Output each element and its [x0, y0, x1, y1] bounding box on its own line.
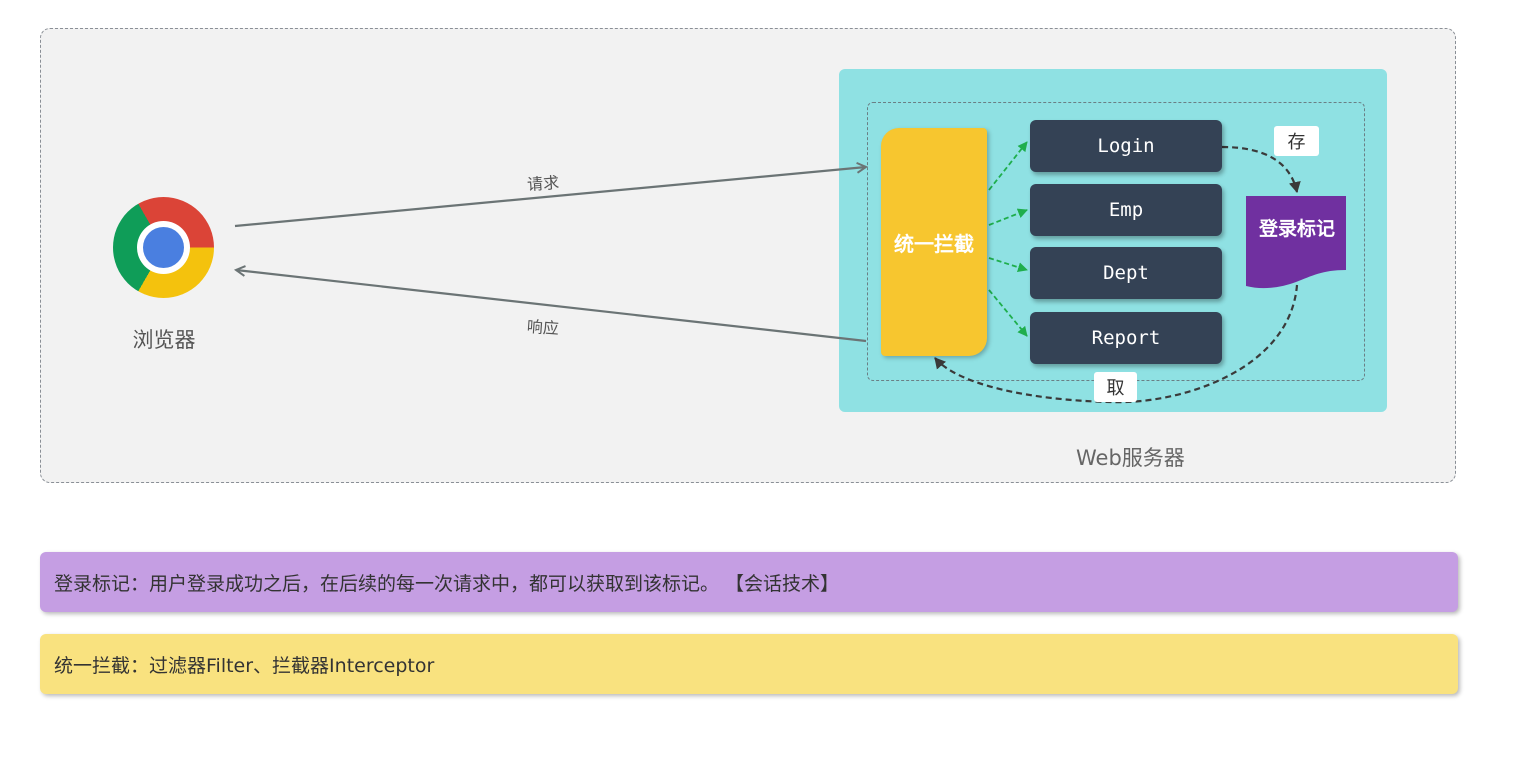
- chrome-browser-icon: [113, 197, 214, 298]
- login-token-shape: [1246, 196, 1346, 289]
- response-label: 响应: [526, 316, 560, 339]
- session-note: 登录标记：用户登录成功之后，在后续的每一次请求中，都可以获取到该标记。 【会话技…: [40, 552, 1458, 612]
- dispatch-arrow-emp: [988, 208, 1028, 226]
- module-report: Report: [1030, 312, 1222, 364]
- intercept-note: 统一拦截：过滤器Filter、拦截器Interceptor: [40, 634, 1458, 694]
- module-login: Login: [1030, 120, 1222, 172]
- fetch-arrow: [934, 284, 1299, 404]
- response-arrow: [236, 270, 867, 343]
- module-emp: Emp: [1030, 184, 1222, 236]
- request-label: 请求: [526, 172, 560, 195]
- store-arrow: [1221, 145, 1301, 193]
- dispatch-arrow-dept: [988, 257, 1028, 273]
- module-dept: Dept: [1030, 247, 1222, 299]
- request-arrow: [234, 167, 866, 228]
- store-badge: 存: [1274, 126, 1319, 156]
- login-token-label: 登录标记: [1258, 218, 1335, 240]
- browser-label: 浏览器: [132, 328, 196, 352]
- interceptor-label: 统一拦截: [894, 231, 974, 256]
- dispatch-arrow-login: [988, 141, 1028, 191]
- dispatch-arrow-report: [988, 289, 1028, 337]
- unified-interceptor: 统一拦截: [881, 128, 987, 356]
- web-server-label: Web服务器: [1076, 446, 1185, 470]
- fetch-badge: 取: [1094, 372, 1137, 402]
